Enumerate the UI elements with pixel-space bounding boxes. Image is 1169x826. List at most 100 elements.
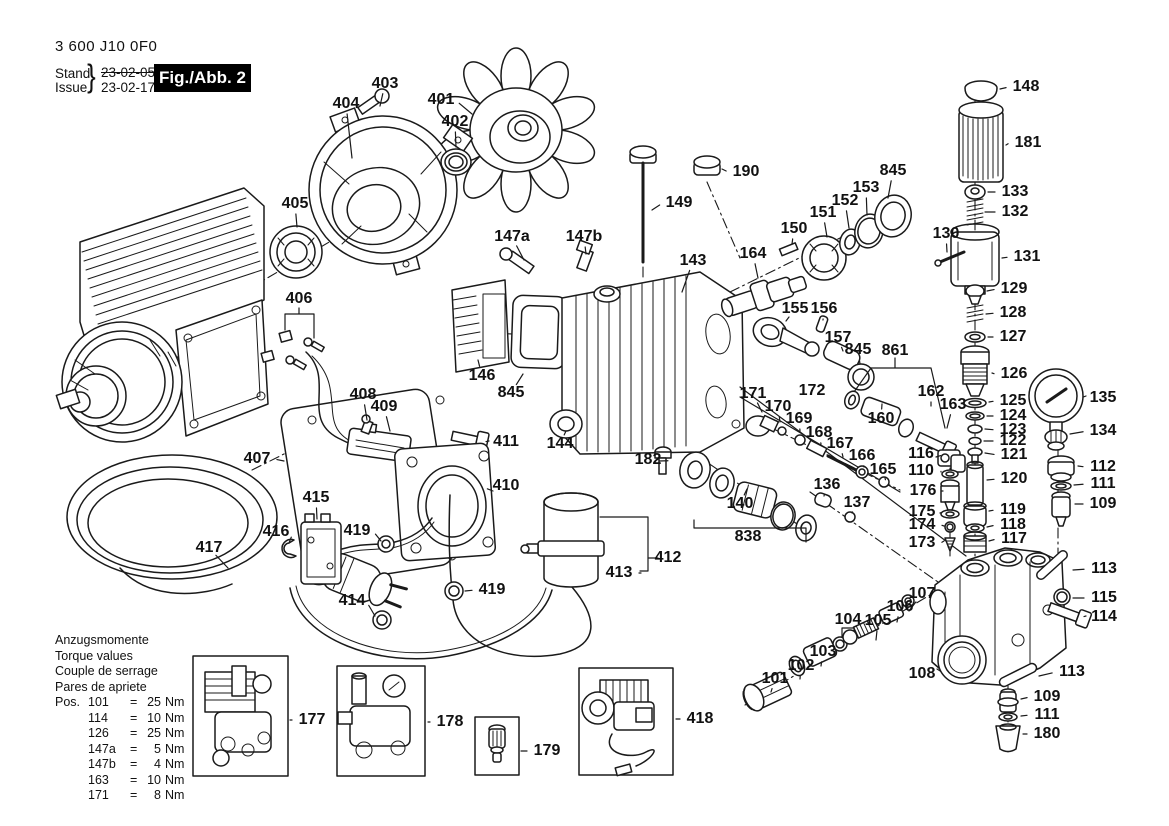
part-label-148: 148 — [1012, 78, 1040, 95]
part-label-406: 406 — [285, 290, 313, 307]
part-label-150: 150 — [780, 220, 808, 237]
pump-head-143-illustration — [549, 271, 745, 455]
part-label-135: 135 — [1089, 389, 1117, 406]
seal-402-illustration — [440, 148, 472, 176]
pressure-gauge-illustration — [1028, 368, 1084, 527]
part-label-120: 120 — [1000, 470, 1028, 487]
torque-title: Torque values — [55, 648, 133, 663]
sleeve-136-illustration — [814, 492, 856, 523]
conrod-155-illustration — [752, 315, 875, 391]
part-label-133: 133 — [1001, 183, 1029, 200]
pump-flange-410-illustration — [393, 442, 497, 562]
manifold-illustration — [929, 547, 1093, 688]
part-label-110: 110 — [908, 462, 934, 479]
part-label-179: 179 — [533, 742, 561, 759]
part-label-105: 105 — [864, 612, 892, 629]
torque-row-126: 126=25 Nm — [88, 726, 185, 740]
part-label-123: 123 — [999, 421, 1027, 438]
part-label-143: 143 — [679, 252, 707, 269]
valve-line-172-illustration — [739, 386, 967, 557]
part-label-151: 151 — [809, 204, 837, 221]
part-label-419: 419 — [478, 581, 506, 598]
part-label-415: 415 — [302, 489, 330, 506]
part-label-180: 180 — [1033, 725, 1061, 742]
torque-title: Pares de apriete — [55, 679, 147, 694]
part-label-136: 136 — [813, 476, 841, 493]
torque-row-147a: 147a=5 Nm — [88, 741, 185, 756]
part-label-190: 190 — [732, 163, 760, 180]
torque-row-171: 171=8 Nm — [88, 788, 185, 802]
part-label-107: 107 — [908, 585, 936, 602]
bearing-flange-illustration — [308, 107, 474, 276]
part-label-112: 112 — [1090, 458, 1116, 475]
inset-178-box — [336, 665, 426, 777]
figure-label-badge: Fig./Abb. 2 — [154, 64, 251, 92]
part-label-177: 177 — [298, 711, 326, 728]
fitting-column-illustration — [937, 449, 966, 552]
part-label-111: 111 — [1090, 475, 1116, 492]
part-label-403: 403 — [371, 75, 399, 92]
motor-illustration — [55, 187, 269, 443]
part-label-118: 118 — [1000, 516, 1026, 533]
dipstick-149-illustration — [629, 145, 657, 264]
part-label-845: 845 — [879, 162, 907, 179]
part-label-146: 146 — [468, 367, 496, 384]
part-label-838: 838 — [734, 528, 762, 545]
part-label-106: 106 — [886, 598, 914, 615]
part-label-126: 126 — [1000, 365, 1028, 382]
part-label-409: 409 — [370, 398, 398, 415]
part-label-416: 416 — [262, 523, 290, 540]
part-label-152: 152 — [831, 192, 859, 209]
valve-column-illustration — [934, 80, 1004, 553]
part-label-122: 122 — [999, 432, 1027, 449]
part-label-861: 861 — [881, 342, 909, 359]
document-part-number: 3 600 J10 0F0 — [55, 38, 158, 55]
part-label-130: 130 — [932, 225, 960, 242]
torque-row-101: Pos.101=25 Nm — [55, 695, 185, 709]
part-label-109: 109 — [1089, 495, 1117, 512]
part-label-155: 155 — [781, 300, 809, 317]
part-label-156: 156 — [810, 300, 838, 317]
switch-415-illustration — [300, 513, 342, 585]
part-label-414: 414 — [338, 592, 366, 609]
torque-title: Anzugsmomente — [55, 633, 149, 647]
part-label-163: 163 — [939, 396, 967, 413]
part-label-129: 129 — [1000, 280, 1028, 297]
part-label-125: 125 — [999, 392, 1027, 409]
part-label-115: 115 — [1091, 589, 1117, 606]
part-label-182: 182 — [634, 451, 662, 468]
part-label-144: 144 — [546, 435, 574, 452]
part-label-101: 101 — [761, 670, 789, 687]
part-label-140: 140 — [726, 495, 754, 512]
part-label-412: 412 — [654, 549, 682, 566]
part-label-162: 162 — [917, 383, 945, 400]
part-label-167: 167 — [826, 435, 854, 452]
part-label-169: 169 — [785, 410, 813, 427]
part-label-175: 175 — [908, 503, 936, 520]
part-label-109: 109 — [1033, 688, 1061, 705]
part-label-168: 168 — [805, 424, 833, 441]
inlet-fittings-illustration — [742, 594, 915, 712]
part-label-149: 149 — [665, 194, 693, 211]
part-label-419: 419 — [343, 522, 371, 539]
part-label-113: 113 — [1059, 663, 1085, 680]
part-label-132: 132 — [1001, 203, 1029, 220]
plunger-861-group-illustration — [843, 357, 958, 460]
part-label-171: 171 — [739, 385, 767, 402]
part-label-410: 410 — [492, 477, 520, 494]
part-label-116: 116 — [908, 445, 934, 462]
part-label-181: 181 — [1014, 134, 1042, 151]
part-label-127: 127 — [999, 328, 1027, 345]
part-label-153: 153 — [852, 179, 880, 196]
nozzle-outlet-illustration — [995, 688, 1021, 753]
stand-label: Stand — [55, 66, 91, 81]
inset-179-box — [474, 716, 520, 776]
part-label-137: 137 — [843, 494, 871, 511]
issue-label: Issue — [55, 80, 88, 95]
part-label-401: 401 — [427, 91, 455, 108]
part-label-176: 176 — [909, 482, 937, 499]
